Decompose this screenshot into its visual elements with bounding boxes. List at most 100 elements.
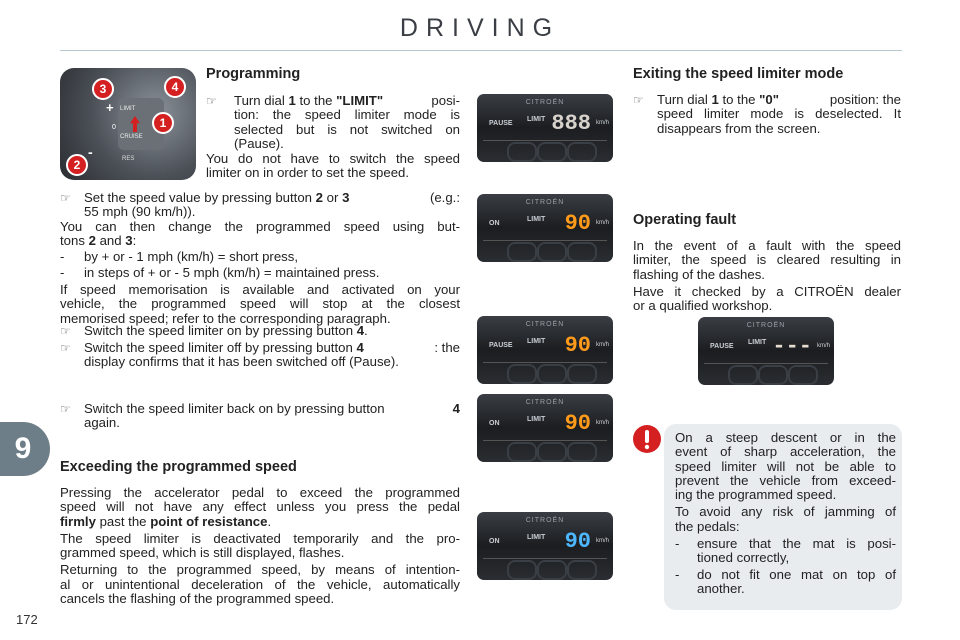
cluster-display: CITROËN PAUSE LIMIT 90 km/h: [477, 316, 613, 384]
cruise-label: CRUISE: [120, 134, 143, 140]
marker-3: 3: [92, 78, 114, 100]
warning-box: [664, 424, 902, 610]
warning-text: On a steep descent or in the event of sh…: [675, 430, 896, 596]
segment-ring: [537, 560, 567, 580]
lower-panel: [483, 362, 607, 381]
brand-label: CITROËN: [525, 321, 565, 328]
segment-ring: [537, 364, 567, 384]
mode-label: LIMIT: [748, 339, 767, 346]
state-label: PAUSE: [489, 342, 513, 349]
marker-1: 1: [152, 112, 174, 134]
steering-controls-photo: LIMIT CRUISE + - 0 RES 3 4 1 2: [60, 68, 196, 180]
mode-label: LIMIT: [527, 416, 546, 423]
exiting-heading: Exiting the speed limiter mode: [633, 66, 844, 82]
chapter-tab: [0, 422, 50, 476]
limit-label: LIMIT: [120, 106, 136, 112]
mode-label: LIMIT: [527, 534, 546, 541]
brand-label: CITROËN: [525, 99, 565, 106]
change-speed-text: You can then change the programmed speed…: [60, 219, 460, 249]
pointing-hand-icon: ☞: [60, 191, 71, 205]
memorisation-text: If speed memorisation is available and a…: [60, 282, 460, 326]
segment-ring: [758, 365, 788, 385]
cluster-display: CITROËN PAUSE LIMIT 888 km/h: [477, 94, 613, 162]
segment-ring: [567, 364, 597, 384]
unit-label: km/h: [595, 420, 609, 426]
programming-note: You do not have to switch the speed limi…: [206, 151, 460, 181]
segment-ring: [507, 442, 537, 462]
mode-label: LIMIT: [527, 116, 546, 123]
res-label: RES: [122, 156, 135, 162]
fault-text: In the event of a fault with the speed l…: [633, 238, 901, 314]
unit-label: km/h: [595, 220, 609, 226]
state-label: PAUSE: [489, 120, 513, 127]
segment-ring: [728, 365, 758, 385]
pointing-hand-icon: ☞: [60, 341, 71, 355]
lower-panel: [483, 140, 607, 159]
state-label: PAUSE: [710, 343, 734, 350]
pointing-hand-icon: ☞: [60, 324, 71, 338]
lower-panel: [483, 240, 607, 259]
unit-label: km/h: [595, 120, 609, 126]
speed-digits: 888: [551, 111, 591, 136]
segment-ring: [788, 365, 818, 385]
minus-label: -: [88, 144, 93, 160]
zero-label: 0: [112, 124, 116, 131]
mode-label: LIMIT: [527, 216, 546, 223]
unit-label: km/h: [816, 343, 830, 349]
switch-on-text: Switch the speed limiter on by pressing …: [84, 323, 368, 338]
segment-ring: [507, 242, 537, 262]
brand-label: CITROËN: [525, 199, 565, 206]
lower-panel: [483, 558, 607, 577]
pointing-hand-icon: ☞: [633, 93, 644, 107]
dash-item-text: in steps of + or - 5 mph (km/h) = mainta…: [84, 265, 380, 280]
segment-ring: [567, 142, 597, 162]
plus-label: +: [106, 100, 114, 115]
dash-item: -: [60, 249, 65, 264]
switch-off-text: Switch the speed limiter off by pressing…: [84, 340, 460, 370]
fault-heading: Operating fault: [633, 212, 737, 228]
segment-ring: [537, 442, 567, 462]
arrow-up-icon: [130, 116, 140, 132]
marker-4: 4: [164, 76, 186, 98]
mode-label: LIMIT: [527, 338, 546, 345]
state-label: ON: [489, 538, 500, 545]
speed-digits: 90: [564, 411, 591, 436]
state-label: ON: [489, 420, 500, 427]
cluster-display: CITROËN ON LIMIT 90 km/h: [477, 194, 613, 262]
switch-back-text: Switch the speed limiter back on by pres…: [84, 401, 460, 431]
chapter-number: 9: [14, 432, 32, 465]
speed-digits: 90: [564, 333, 591, 358]
lower-panel: [704, 363, 828, 382]
unit-label: km/h: [595, 342, 609, 348]
dash-item: -: [60, 265, 65, 280]
segment-ring: [567, 242, 597, 262]
segment-ring: [507, 560, 537, 580]
marker-2: 2: [66, 154, 88, 176]
speed-digits: ---: [772, 334, 812, 359]
pointing-hand-icon: ☞: [60, 402, 71, 416]
state-label: ON: [489, 220, 500, 227]
exceeding-text: Pressing the accelerator pedal to exceed…: [60, 485, 460, 607]
segment-ring: [567, 560, 597, 580]
set-speed-text: Set the speed value by pressing button 2…: [84, 190, 460, 220]
warning-icon: [633, 425, 661, 453]
speed-digits: 90: [564, 211, 591, 236]
programming-heading: Programming: [206, 66, 301, 82]
page-title: DRIVING: [399, 14, 561, 42]
lower-panel: [483, 440, 607, 459]
dash-item-text: by + or - 1 mph (km/h) = short press,: [84, 249, 299, 264]
segment-ring: [507, 142, 537, 162]
brand-label: CITROËN: [525, 517, 565, 524]
pointing-hand-icon: ☞: [206, 94, 217, 108]
header-divider: [60, 50, 902, 51]
cluster-display: CITROËN PAUSE LIMIT --- km/h: [698, 317, 834, 385]
brand-label: CITROËN: [746, 322, 786, 329]
segment-ring: [537, 142, 567, 162]
unit-label: km/h: [595, 538, 609, 544]
cluster-display: CITROËN ON LIMIT 90 km/h: [477, 512, 613, 580]
programming-turn-text: Turn dial 1 to the "LIMIT" posi- tion: t…: [234, 93, 460, 151]
page-number: 172: [16, 612, 38, 627]
segment-ring: [537, 242, 567, 262]
speed-digits: 90: [564, 529, 591, 554]
